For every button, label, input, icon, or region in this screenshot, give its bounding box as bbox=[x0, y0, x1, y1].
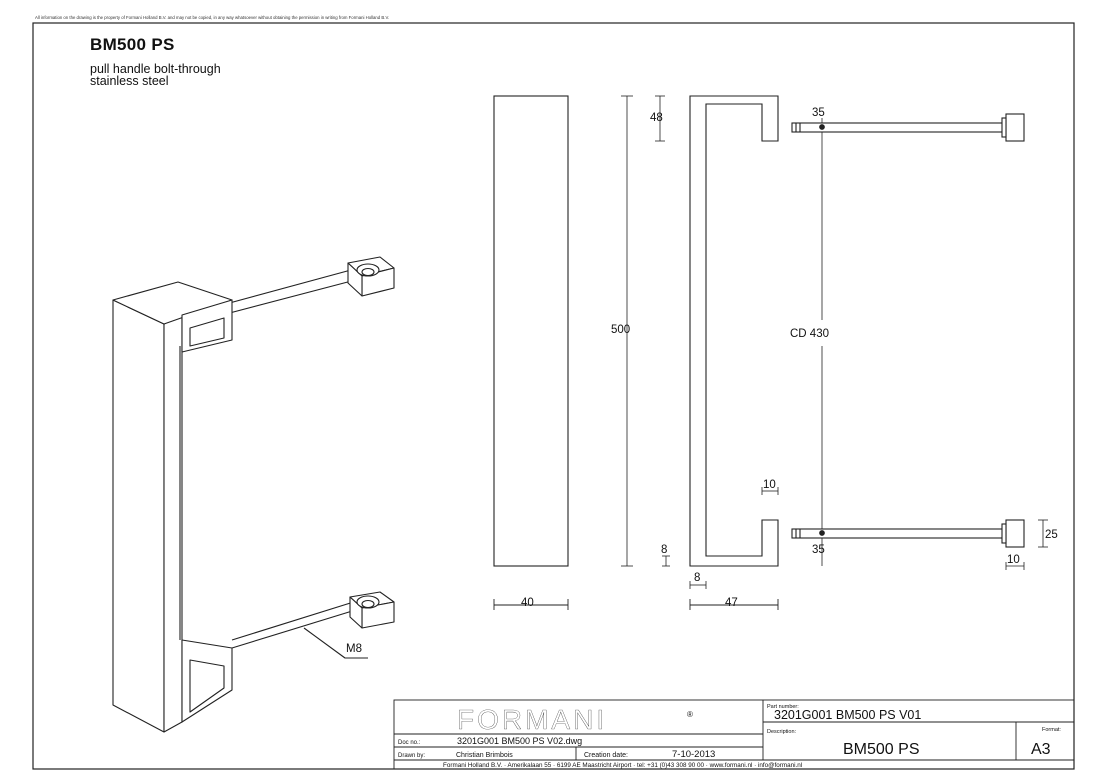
company-footer: Formani Holland B.V. · Amerikalaan 55 · … bbox=[443, 762, 802, 769]
dim-rosette-depth: 10 bbox=[1007, 554, 1020, 566]
dim-height: 500 bbox=[611, 324, 630, 336]
part-number-label: Part number: bbox=[767, 704, 799, 710]
title-block-frame bbox=[393, 699, 1075, 770]
front-view bbox=[493, 95, 569, 610]
creation-date-value: 7-10-2013 bbox=[672, 749, 715, 760]
m8-leader bbox=[303, 627, 368, 659]
dim-wall-side: 8 bbox=[694, 572, 700, 584]
brand-logo: FORMANI bbox=[457, 704, 607, 735]
creation-date-label: Creation date: bbox=[584, 752, 628, 759]
height-dimension bbox=[621, 95, 670, 567]
dim-rosette: 25 bbox=[1045, 529, 1058, 541]
dim-wall-thickness: 8 bbox=[661, 544, 667, 556]
product-description: pull handle bolt-through stainless steel bbox=[90, 62, 221, 88]
drawn-by-label: Drawn by: bbox=[398, 753, 425, 759]
dim-rod-offset-top: 35 bbox=[812, 107, 825, 119]
format-value: A3 bbox=[1031, 741, 1051, 758]
title-block bbox=[393, 699, 1075, 770]
disclaimer-text: All information on the drawing is the pr… bbox=[35, 15, 390, 20]
dim-gap-10: 10 bbox=[763, 479, 776, 491]
front-view-outline bbox=[493, 95, 569, 567]
dim-thread: M8 bbox=[346, 643, 362, 655]
drawn-by-value: Christian Brimbois bbox=[456, 752, 513, 759]
dim-center-distance: CD 430 bbox=[790, 328, 829, 340]
doc-no-value: 3201G001 BM500 PS V02.dwg bbox=[457, 736, 582, 746]
dimension-labels: 500 48 CD 430 40 47 35 35 8 8 10 10 25 M… bbox=[346, 107, 1058, 655]
center-distance bbox=[816, 118, 828, 566]
description-label: Description: bbox=[767, 729, 797, 735]
dim-top-width: 48 bbox=[650, 112, 663, 124]
format-label: Format: bbox=[1042, 727, 1061, 733]
product-description-line-2: stainless steel bbox=[90, 74, 169, 88]
isometric-view bbox=[112, 256, 395, 733]
product-description-line-1: pull handle bolt-through bbox=[90, 62, 221, 76]
handle-body bbox=[112, 281, 233, 733]
upper-rosette bbox=[347, 256, 395, 297]
rosette-dimensions bbox=[1005, 519, 1048, 570]
title-block-text: FORMANI ® Part number: 3201G001 BM500 PS… bbox=[398, 704, 1061, 769]
brand-registered-mark: ® bbox=[687, 710, 693, 719]
bolt-top bbox=[791, 113, 1025, 142]
dim-rod-offset-bottom: 35 bbox=[812, 544, 825, 556]
part-number-value: 3201G001 BM500 PS V01 bbox=[774, 708, 921, 722]
doc-no-label: Doc no.: bbox=[398, 740, 421, 746]
product-title: BM500 PS bbox=[90, 35, 175, 54]
bolt-bottom bbox=[791, 519, 1025, 548]
side-view bbox=[689, 95, 779, 610]
lower-rosette bbox=[349, 591, 395, 629]
description-value: BM500 PS bbox=[843, 741, 919, 758]
dim-front-width: 40 bbox=[521, 597, 534, 609]
dim-side-depth: 47 bbox=[725, 597, 738, 609]
side-profile bbox=[689, 95, 779, 567]
